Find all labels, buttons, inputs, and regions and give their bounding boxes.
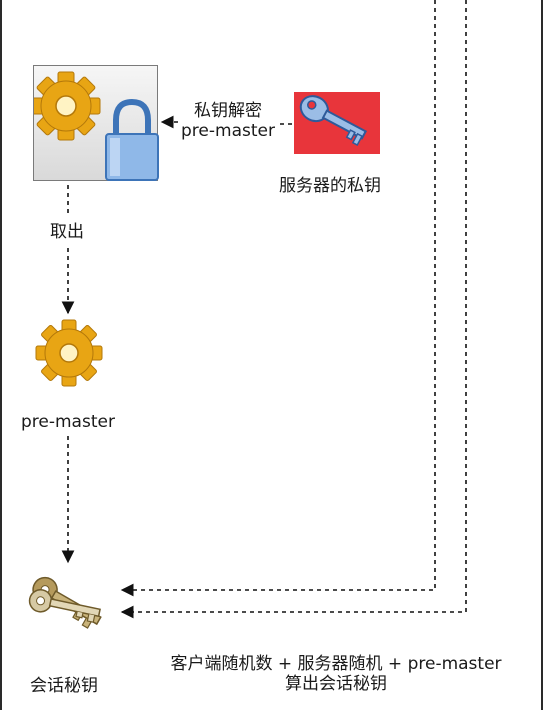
padlock-icon — [105, 98, 159, 181]
compute-label-line1: 客户端随机数 + 服务器随机 + pre-master — [170, 654, 502, 674]
session-key-label: 会话秘钥 — [30, 676, 98, 696]
decrypt-label-line2: pre-master — [181, 121, 275, 141]
pre-master-label: pre-master — [21, 412, 115, 432]
compute-label-line2: 算出会话秘钥 — [285, 674, 387, 694]
session-keys-icon — [16, 574, 120, 644]
connector-client-random — [120, 0, 436, 597]
gear-icon — [31, 71, 101, 141]
gear-icon — [35, 319, 103, 387]
server-private-key-label: 服务器的私钥 — [279, 176, 381, 196]
connector-server-random — [120, 0, 467, 619]
server-private-key-icon — [294, 92, 380, 154]
frame-left-edge — [0, 0, 2, 710]
compute-label: 客户端随机数 + 服务器随机 + pre-master 算出会话秘钥 — [148, 654, 524, 694]
decrypt-label: 私钥解密 pre-master — [172, 101, 284, 141]
frame-right-edge — [541, 0, 543, 710]
pre-master-gear — [34, 318, 104, 388]
keys-icon — [28, 576, 102, 629]
decrypt-label-line1: 私钥解密 — [194, 101, 262, 121]
extract-label: 取出 — [50, 222, 84, 242]
decrypt-box — [31, 65, 159, 181]
key-icon — [299, 95, 368, 147]
